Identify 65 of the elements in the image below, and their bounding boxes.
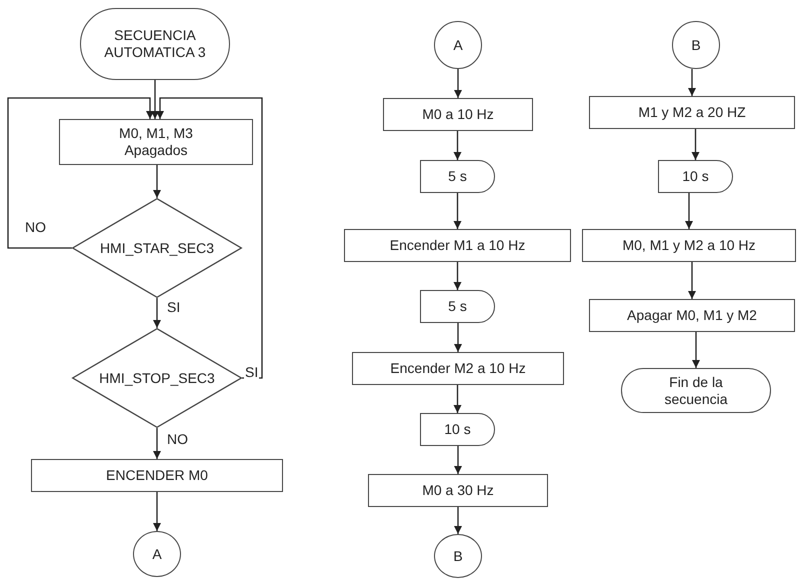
node-text: M0, M1 y M2 a 10 Hz bbox=[622, 237, 756, 254]
arrow bbox=[153, 165, 161, 198]
connector-circle bbox=[434, 21, 482, 69]
arrow bbox=[454, 446, 462, 474]
process-box bbox=[31, 459, 283, 492]
node-text: Encender M2 a 10 Hz bbox=[390, 360, 526, 377]
arrow bbox=[153, 492, 161, 531]
process-box bbox=[344, 229, 571, 262]
node-text: 5 s bbox=[448, 168, 467, 185]
process-box bbox=[383, 98, 533, 131]
edge-label: NO bbox=[166, 432, 189, 448]
delay-box bbox=[420, 413, 495, 446]
arrow bbox=[151, 80, 159, 119]
arrow bbox=[692, 332, 700, 368]
arrow bbox=[688, 69, 696, 96]
node-text: ENCENDER M0 bbox=[106, 467, 208, 484]
arrow bbox=[153, 428, 161, 459]
delay-box bbox=[420, 160, 495, 193]
node-text: 10 s bbox=[444, 421, 471, 438]
process-box bbox=[368, 474, 548, 507]
node-text: HMI_STAR_SEC3 bbox=[100, 240, 214, 256]
arrow bbox=[454, 131, 462, 160]
terminal-box bbox=[621, 368, 771, 413]
arrow bbox=[156, 97, 263, 379]
decision-diamond bbox=[72, 198, 242, 298]
node-text: A bbox=[152, 546, 162, 562]
process-box bbox=[589, 96, 795, 129]
arrow bbox=[692, 129, 700, 160]
connector-circle bbox=[434, 534, 482, 578]
node-text: M0 a 30 Hz bbox=[422, 482, 494, 499]
node-text: Fin de la secuencia bbox=[663, 374, 729, 408]
node-text: Apagar M0, M1 y M2 bbox=[627, 307, 757, 324]
edge-label: NO bbox=[24, 220, 47, 236]
node-text: B bbox=[453, 548, 463, 564]
arrow bbox=[454, 193, 462, 229]
arrow bbox=[454, 507, 462, 534]
node-text: A bbox=[453, 36, 463, 54]
node-text: Encender M1 a 10 Hz bbox=[390, 237, 526, 254]
node-text: 10 s bbox=[682, 168, 709, 185]
arrow bbox=[153, 298, 161, 328]
arrow bbox=[454, 262, 462, 290]
node-text: M0 a 10 Hz bbox=[422, 106, 494, 123]
node-text: SECUENCIA AUTOMATICA 3 bbox=[103, 27, 207, 61]
arrow bbox=[685, 193, 693, 229]
connector-circle bbox=[133, 531, 181, 577]
process-box bbox=[352, 352, 564, 385]
edge-label: SI bbox=[166, 300, 182, 316]
node-text: M1 y M2 a 20 HZ bbox=[638, 104, 746, 121]
node-text: 5 s bbox=[448, 298, 467, 315]
node-text: M0, M1, M3 Apagados bbox=[118, 125, 194, 159]
node-text: HMI_STOP_SEC3 bbox=[99, 370, 215, 386]
arrow bbox=[454, 323, 462, 352]
arrow bbox=[7, 97, 154, 249]
delay-box bbox=[658, 160, 733, 193]
arrow bbox=[454, 385, 462, 413]
connector-circle bbox=[672, 21, 720, 69]
decision-diamond bbox=[72, 328, 242, 428]
process-box bbox=[582, 229, 796, 262]
edge-label: SI bbox=[244, 365, 260, 380]
delay-box bbox=[420, 290, 495, 323]
arrow bbox=[688, 262, 696, 299]
node-text: B bbox=[691, 36, 701, 54]
process-box bbox=[589, 299, 795, 332]
arrow bbox=[454, 69, 462, 98]
process-box bbox=[59, 119, 253, 165]
